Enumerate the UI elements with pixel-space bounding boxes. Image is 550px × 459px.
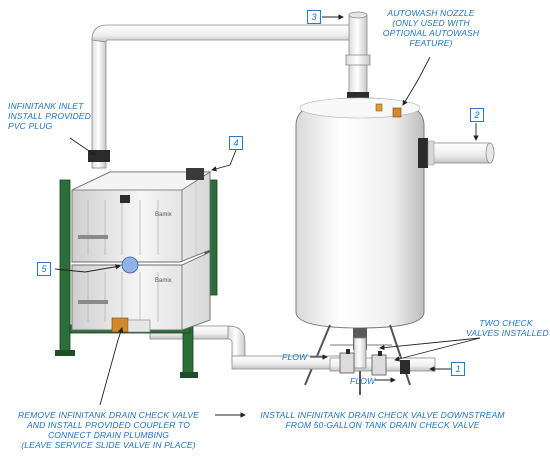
infinitank-unit: Bamix Bamix: [55, 168, 218, 378]
flow-label-1: FLOW: [282, 352, 308, 362]
drain-plumbing: [149, 325, 436, 376]
brand-label-top: Bamix: [155, 212, 172, 218]
callout-5: 5: [37, 262, 51, 276]
brand-label-bottom: Bamix: [155, 278, 172, 284]
callout-4: 4: [229, 136, 243, 150]
install-drain-check-label: INSTALL INFINITANK DRAIN CHECK VALVE DOW…: [260, 410, 505, 430]
leader-lines: [54, 14, 481, 418]
callout-2: 2: [470, 108, 484, 122]
callout-1: 1: [451, 362, 465, 376]
infinitank-inlet-label: INFINITANK INLET INSTALL PROVIDED PVC PL…: [8, 101, 91, 131]
callout-3: 3: [307, 10, 321, 24]
two-check-valves-label: TWO CHECK VALVES INSTALLED: [466, 318, 549, 338]
autowash-nozzle-label: AUTOWASH NOZZLE (ONLY USED WITH OPTIONAL…: [382, 8, 480, 48]
fifty-gallon-tank: [295, 97, 495, 395]
remove-drain-check-label: REMOVE INFINITANK DRAIN CHECK VALVE AND …: [18, 410, 199, 450]
flow-label-2: FLOW: [350, 376, 376, 386]
